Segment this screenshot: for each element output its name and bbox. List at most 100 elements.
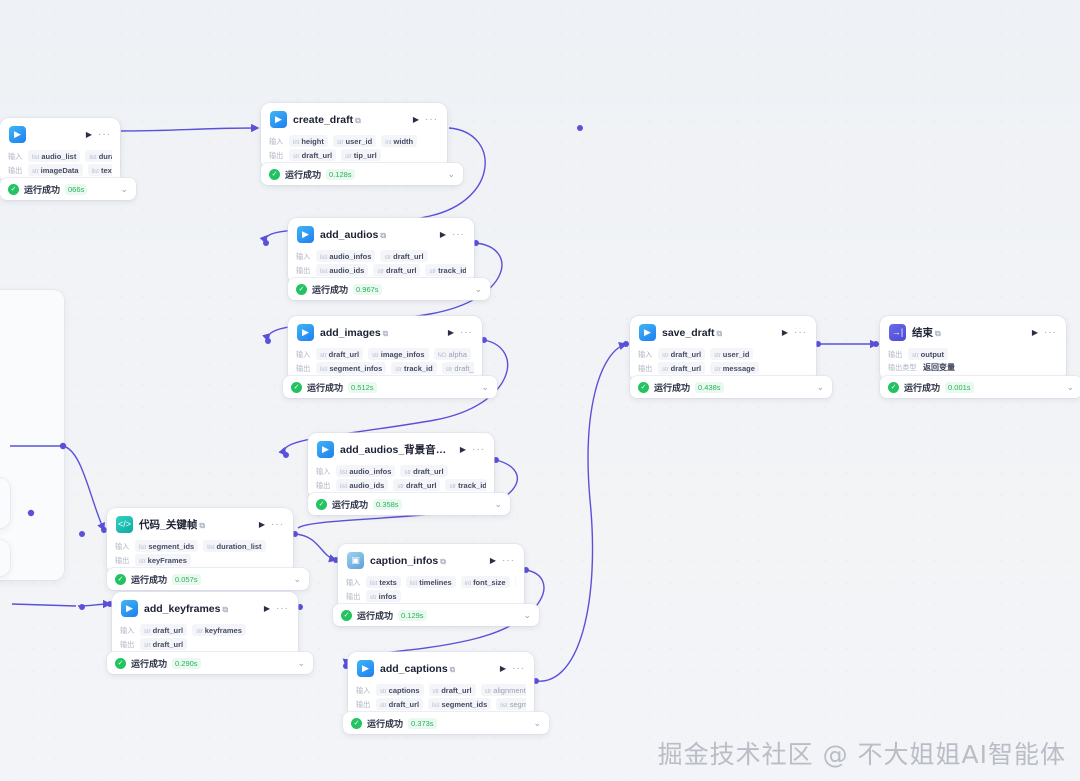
chevron-down-icon[interactable]: ⌄ <box>120 183 128 194</box>
node-menu-button[interactable]: ··· <box>794 326 807 338</box>
node-add_audios_bgm[interactable]: ▶add_audios_背景音乐⧉▶···输入listaudio_infosst… <box>308 433 494 499</box>
run-node-button[interactable]: ▶ <box>85 129 92 139</box>
node-menu-button[interactable]: ··· <box>460 326 473 338</box>
node-menu-button[interactable]: ··· <box>1044 326 1057 338</box>
run-node-button[interactable]: ▶ <box>263 603 270 613</box>
run-node-button[interactable]: ▶ <box>459 444 466 454</box>
node-header[interactable]: </>代码_关键帧⧉▶··· <box>107 508 293 538</box>
chevron-down-icon[interactable]: ⌄ <box>523 609 531 620</box>
node-header[interactable]: ▶create_draft⧉▶··· <box>261 103 447 133</box>
node-header[interactable]: ▶add_audios⧉▶··· <box>288 218 474 248</box>
chevron-down-icon[interactable]: ⌄ <box>533 717 541 728</box>
run-node-button[interactable]: ▶ <box>412 114 419 124</box>
node-menu-button[interactable]: ··· <box>512 662 525 674</box>
chevron-down-icon[interactable]: ⌄ <box>481 381 489 392</box>
node-header[interactable]: ▶add_captions⧉▶··· <box>348 652 534 682</box>
io-chip[interactable]: strco... <box>514 576 516 588</box>
run-node-button[interactable]: ▶ <box>781 327 788 337</box>
chevron-down-icon[interactable]: ⌄ <box>293 573 301 584</box>
io-chip[interactable]: listduration... <box>85 150 112 162</box>
node-header[interactable]: ▶add_keyframes⧉▶··· <box>112 592 298 622</box>
node-menu-button[interactable]: ··· <box>452 228 465 240</box>
node-menu-button[interactable]: ··· <box>98 128 111 140</box>
chevron-down-icon[interactable]: ⌄ <box>474 283 482 294</box>
io-chip[interactable]: listtext_tim... <box>87 164 112 176</box>
node-partial_left_top[interactable]: ▶▶···输入listaudio_listlistduration...···输… <box>0 118 120 184</box>
node-menu-button[interactable]: ··· <box>276 602 289 614</box>
node-menu-button[interactable]: ··· <box>472 443 485 455</box>
node-menu-button[interactable]: ··· <box>425 113 438 125</box>
node-header[interactable]: ▣caption_infos⧉▶··· <box>338 544 524 574</box>
run-node-button[interactable]: ▶ <box>447 327 454 337</box>
node-menu-button[interactable]: ··· <box>502 554 515 566</box>
run-node-button[interactable]: ▶ <box>499 663 506 673</box>
run-node-button[interactable]: ▶ <box>1031 327 1038 337</box>
chevron-down-icon[interactable]: ⌄ <box>816 381 824 392</box>
run-node-button[interactable]: ▶ <box>439 229 446 239</box>
chevron-down-icon[interactable]: ⌄ <box>297 657 305 668</box>
run-node-button[interactable]: ▶ <box>489 555 496 565</box>
chevron-down-icon[interactable]: ⌄ <box>447 168 455 179</box>
node-menu-button[interactable]: ··· <box>271 518 284 530</box>
node-header[interactable]: ▶save_draft⧉▶··· <box>630 316 816 346</box>
chevron-down-icon[interactable]: ⌄ <box>1066 381 1074 392</box>
run-node-button[interactable]: ▶ <box>258 519 265 529</box>
chevron-down-icon[interactable]: ⌄ <box>494 498 502 509</box>
